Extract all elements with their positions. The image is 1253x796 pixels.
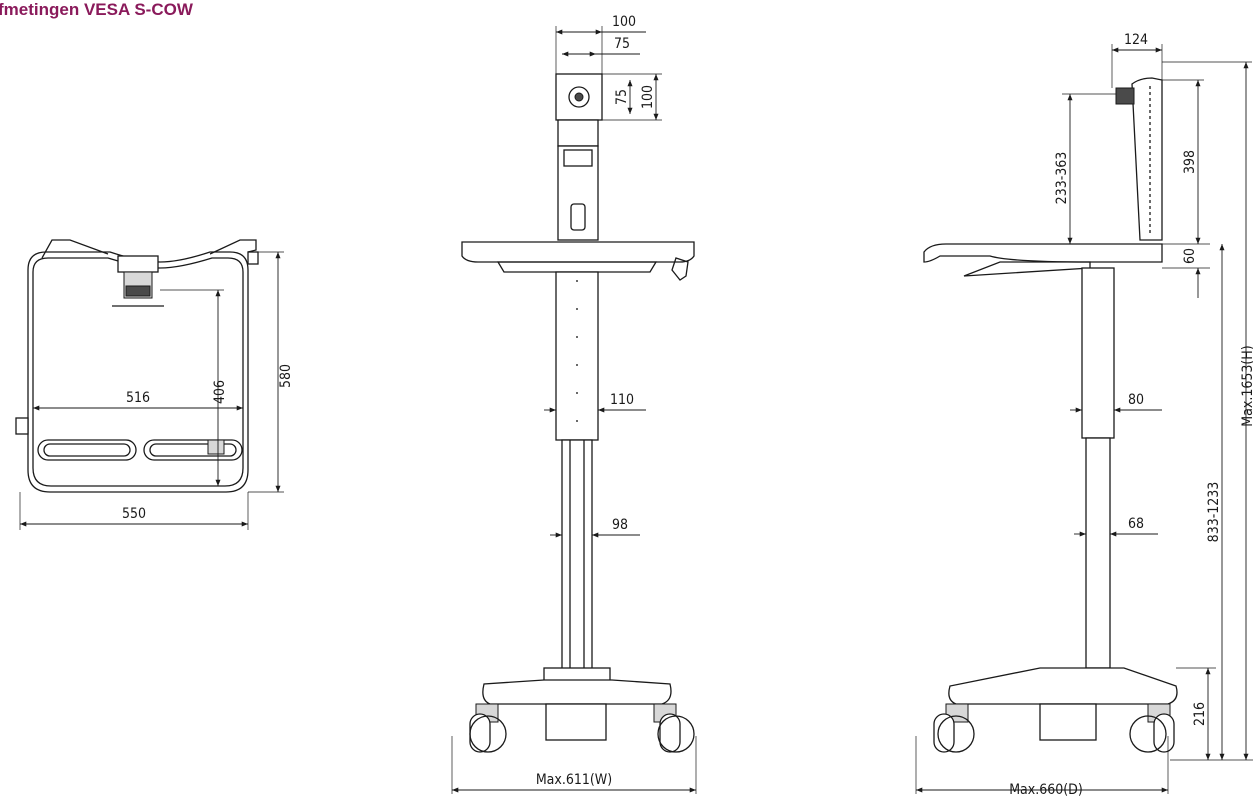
dim-side-height-range: 833-1233 — [1206, 482, 1222, 543]
dim-side-monitor-range: 233-363 — [1054, 152, 1070, 205]
side-view-outline — [923, 77, 1178, 753]
dim-top-mount-depth: 406 — [212, 380, 228, 404]
dim-front-vesa-outer-height: 100 — [640, 85, 656, 109]
page-title: fmetingen VESA S-COW — [0, 0, 193, 19]
dim-top-total-depth: 580 — [278, 364, 294, 388]
front-view-outline — [461, 73, 695, 753]
dim-side-monitor-height: 398 — [1182, 150, 1198, 174]
dim-top-total-width: 550 — [122, 506, 146, 522]
side-view: 124 233-363 398 60 80 68 833-1233 Max.16… — [915, 32, 1253, 796]
dim-front-vesa-inner-height: 75 — [614, 89, 630, 105]
dim-top-inner-width: 516 — [126, 390, 150, 406]
dim-side-mount-offset: 124 — [1124, 32, 1148, 48]
front-view: 100 75 75 100 110 98 Max.611(W) — [451, 14, 697, 794]
top-view-outline — [15, 239, 259, 493]
dim-side-base-height: 216 — [1192, 702, 1208, 726]
dim-side-worksurface: 60 — [1182, 248, 1198, 264]
dim-side-max-height: Max.1653(H) — [1240, 345, 1253, 426]
dim-front-vesa-inner-width: 75 — [614, 36, 630, 52]
dim-front-column-lower: 98 — [612, 517, 628, 533]
top-view: 516 550 406 580 — [15, 239, 294, 530]
dim-front-base-width: Max.611(W) — [536, 772, 612, 788]
dim-side-base-depth: Max.660(D) — [1009, 782, 1083, 796]
dim-front-vesa-outer-width: 100 — [612, 14, 636, 30]
dim-side-column-lower: 68 — [1128, 516, 1144, 532]
dim-side-column-upper: 80 — [1128, 392, 1144, 408]
dim-front-column-upper: 110 — [610, 392, 634, 408]
